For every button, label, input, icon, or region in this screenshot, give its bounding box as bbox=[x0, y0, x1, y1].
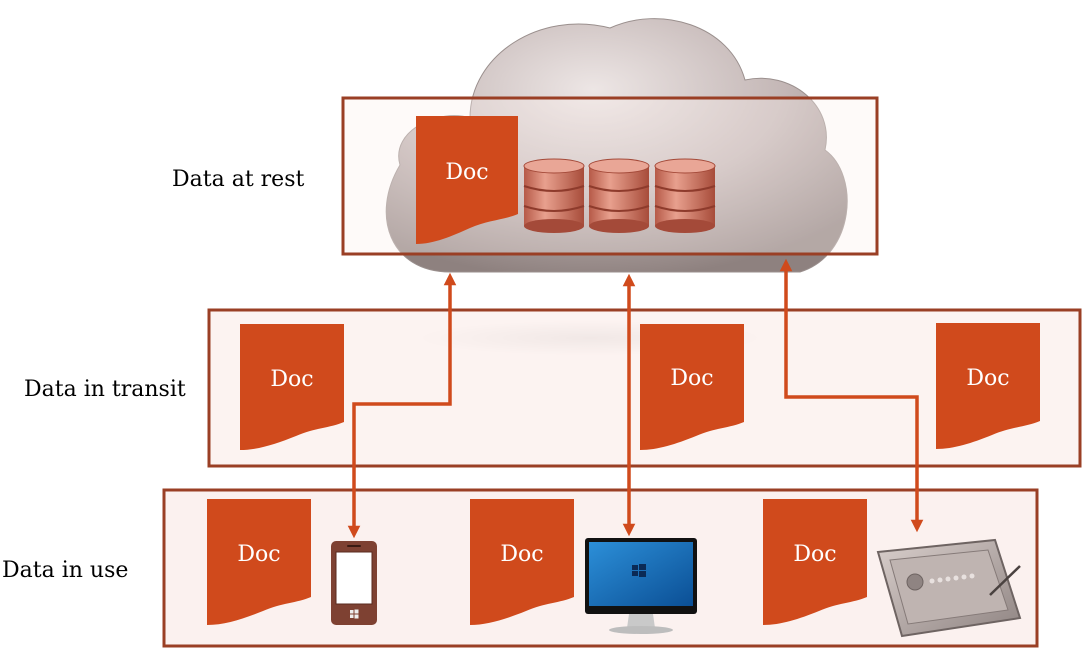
doc-label: Doc bbox=[670, 366, 713, 391]
doc-icon-transit-1: Doc bbox=[240, 324, 344, 450]
database-stack-icon bbox=[588, 158, 650, 233]
database-stack-icon bbox=[523, 158, 585, 233]
doc-icon-rest: Doc bbox=[416, 116, 518, 244]
doc-label: Doc bbox=[966, 366, 1009, 391]
doc-label: Doc bbox=[500, 542, 543, 567]
arrow-phone-to-cloud bbox=[347, 272, 457, 539]
doc-icon-use-2: Doc bbox=[470, 499, 574, 625]
arrow-tablet-to-cloud bbox=[779, 258, 924, 533]
desktop-monitor-icon bbox=[585, 538, 697, 634]
doc-label: Doc bbox=[270, 367, 313, 392]
doc-icon-use-1: Doc bbox=[207, 499, 311, 625]
doc-label: Doc bbox=[237, 542, 280, 567]
label-data-in-transit: Data in transit bbox=[24, 377, 186, 402]
doc-label: Doc bbox=[793, 542, 836, 567]
database-stack-icon bbox=[654, 158, 716, 233]
tablet-icon bbox=[876, 538, 1022, 638]
smartphone-icon bbox=[331, 541, 377, 625]
label-data-at-rest: Data at rest bbox=[172, 167, 305, 192]
label-data-in-use: Data in use bbox=[2, 558, 129, 583]
doc-label: Doc bbox=[445, 160, 488, 185]
transfer-arrows bbox=[347, 258, 924, 539]
doc-icon-transit-2: Doc bbox=[640, 324, 744, 450]
doc-icon-transit-3: Doc bbox=[936, 323, 1040, 449]
